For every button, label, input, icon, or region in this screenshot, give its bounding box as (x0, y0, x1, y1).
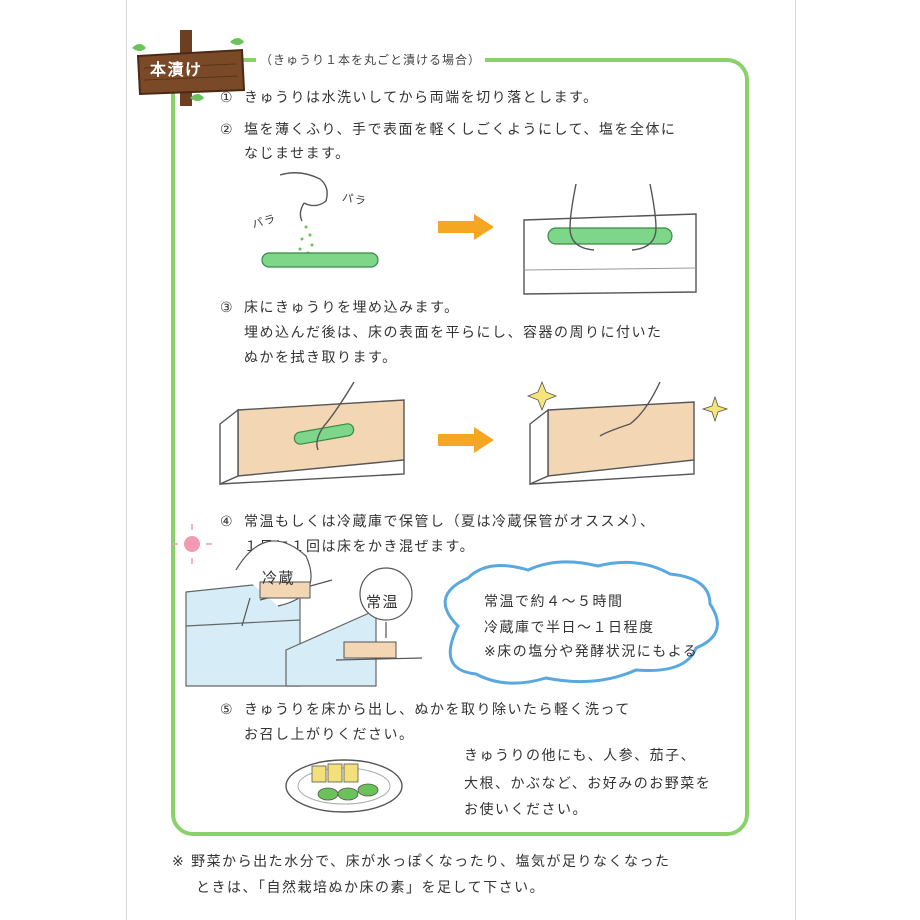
room-temp-label: 常温 (366, 593, 400, 611)
plated-pickles-illustration (285, 759, 403, 813)
tip-line-3: お使いください。 (464, 802, 588, 818)
sign-label: 本漬け (150, 60, 203, 79)
tip-line-2: 大根、かぶなど、お好みのお野菜を (464, 776, 712, 792)
wooden-sign-illustration (132, 30, 246, 106)
rubbing-cucumber-illustration (523, 183, 697, 295)
cloud-line-1: 常温で約４～５時間 (484, 594, 624, 610)
arrow-icon (438, 427, 494, 453)
step-2: ② 塩を薄くふり、手で表面を軽くしごくようにして、塩を全体に (220, 120, 676, 140)
timing-cloud-illustration (443, 560, 719, 685)
burying-cucumber-illustration (219, 381, 405, 486)
step-number: ② (220, 122, 235, 138)
step-3-line-1: 床にきゅうりを埋め込みます。 (244, 300, 460, 316)
para-right-text: パラ (341, 190, 369, 209)
step-number: ① (220, 90, 235, 106)
step-5-line-2: お召し上がりください。 (244, 727, 415, 743)
step-5-line-1: きゅうりを床から出し、ぬかを取り除いたら軽く洗って (244, 702, 631, 718)
footnote-line-1: ※ 野菜から出た水分で、床が水っぽくなったり、塩気が足りなくなった (172, 854, 671, 870)
storage-options-illustration (172, 524, 423, 687)
tip-line-1: きゅうりの他にも、人参、茄子、 (464, 748, 697, 764)
step-2-line-2: なじませます。 (244, 146, 351, 162)
arrow-icon (438, 214, 494, 240)
step-number: ④ (220, 514, 235, 530)
step-number: ③ (220, 300, 235, 316)
step-number: ⑤ (220, 702, 235, 718)
step-4: ④ 常温もしくは冷蔵庫で保管し（夏は冷蔵保管がオススメ）、 (220, 512, 656, 532)
salting-hand-illustration (261, 172, 379, 268)
step-3-line-3: ぬかを拭き取ります。 (244, 350, 398, 366)
cloud-line-3: ※床の塩分や発酵状況にもよる (484, 644, 699, 660)
fridge-label: 冷蔵 (262, 569, 296, 587)
step-3-line-2: 埋め込んだ後は、床の表面を平らにし、容器の周りに付いた (244, 325, 663, 341)
step-4-line-2: １日に１回は床をかき混ぜます。 (244, 539, 476, 555)
cloud-line-2: 冷蔵庫で半日～１日程度 (484, 620, 655, 636)
step-5: ⑤ きゅうりを床から出し、ぬかを取り除いたら軽く洗って (220, 700, 631, 720)
flattened-bed-illustration (526, 380, 729, 486)
subtitle: （きゅうり１本を丸ごと漬ける場合） (256, 50, 486, 70)
step-4-line-1: 常温もしくは冷蔵庫で保管し（夏は冷蔵保管がオススメ）、 (244, 514, 656, 530)
footnote-line-2: ときは、「自然栽培ぬか床の素」を足して下さい。 (196, 880, 546, 896)
step-2-line-1: 塩を薄くふり、手で表面を軽くしごくようにして、塩を全体に (244, 122, 677, 138)
step-3: ③ 床にきゅうりを埋め込みます。 (220, 298, 460, 318)
step-1: ① きゅうりは水洗いしてから両端を切り落とします。 (220, 88, 599, 108)
step-1-line-1: きゅうりは水洗いしてから両端を切り落とします。 (244, 90, 599, 106)
